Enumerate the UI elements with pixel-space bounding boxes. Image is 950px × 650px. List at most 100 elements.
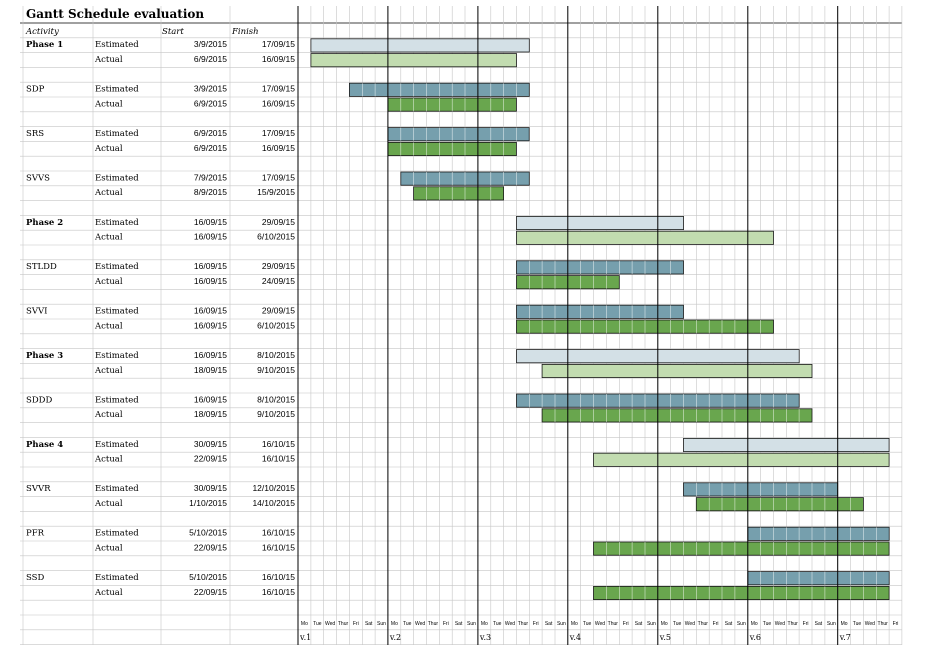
task-estimated-bar [747, 526, 890, 541]
finish-date-cell: 8/10/2015 [257, 394, 295, 404]
phase-label: Phase 2 [26, 218, 63, 228]
start-date-cell: 16/09/15 [194, 350, 227, 360]
start-date-cell: 1/10/2015 [189, 498, 227, 508]
day-tick-label: Wed [775, 621, 785, 627]
day-tick-label: Sat [815, 621, 823, 627]
day-tick-label: Sat [635, 621, 643, 627]
day-tick-label: Thur [518, 621, 529, 627]
row-type-label: Estimated [95, 85, 139, 95]
finish-date-cell: 29/09/15 [262, 306, 295, 316]
start-date-cell: 3/9/2015 [194, 39, 227, 49]
row-type-label: Actual [94, 321, 123, 331]
finish-date-cell: 6/10/2015 [257, 232, 295, 242]
finish-date-cell: 6/10/2015 [257, 320, 295, 330]
finish-date-cell: 16/10/15 [262, 454, 295, 464]
row-type-label: Estimated [95, 307, 139, 317]
day-tick-label: Sat [725, 621, 733, 627]
task-label: STLDD [26, 262, 57, 272]
finish-date-cell: 16/10/15 [262, 528, 295, 538]
finish-date-cell: 16/10/15 [262, 439, 295, 449]
finish-date-cell: 17/09/15 [262, 172, 295, 182]
day-tick-label: Tue [673, 621, 682, 627]
task-label: SDDD [26, 395, 52, 405]
row-type-label: Estimated [95, 529, 139, 539]
task-estimated-bar [400, 171, 530, 186]
day-tick-label: Thur [878, 621, 889, 627]
start-date-cell: 22/09/15 [194, 587, 227, 597]
finish-date-cell: 24/09/15 [262, 276, 295, 286]
start-date-cell: 30/09/15 [194, 439, 227, 449]
start-date-cell: 6/9/2015 [194, 143, 227, 153]
day-tick-label: Thur [428, 621, 439, 627]
header-start: Start [162, 27, 184, 37]
start-date-cell: 16/09/15 [194, 232, 227, 242]
finish-date-cell: 16/10/15 [262, 587, 295, 597]
week-tick-label: v.5 [659, 633, 671, 642]
row-type-label: Estimated [95, 129, 139, 139]
day-tick-label: Thur [338, 621, 349, 627]
task-actual-bar [541, 408, 813, 423]
finish-date-cell: 17/09/15 [262, 84, 295, 94]
day-tick-label: Wed [415, 621, 425, 627]
week-tick-label: v.1 [299, 633, 311, 642]
day-tick-label: Wed [325, 621, 335, 627]
task-actual-bar [593, 586, 890, 601]
finish-date-cell: 15/9/2015 [257, 187, 295, 197]
task-estimated-bar [683, 482, 839, 497]
day-tick-label: Fri [443, 621, 449, 627]
finish-date-cell: 8/10/2015 [257, 350, 295, 360]
row-type-label: Actual [94, 277, 123, 287]
row-type-label: Estimated [95, 351, 139, 361]
day-tick-label: Tue [853, 621, 862, 627]
row-type-label: Estimated [95, 173, 139, 183]
day-tick-label: Fri [623, 621, 629, 627]
day-tick-label: Mo [661, 621, 668, 627]
phase-actual-bar [541, 363, 813, 378]
week-separators [387, 6, 839, 645]
task-label: PFR [26, 529, 45, 539]
finish-date-cell: 29/09/15 [262, 261, 295, 271]
start-date-cell: 16/09/15 [194, 320, 227, 330]
day-tick-label: Mo [391, 621, 398, 627]
chart-title: Gantt Schedule evaluation [26, 7, 204, 21]
finish-date-cell: 17/09/15 [262, 39, 295, 49]
week-tick-label: v.2 [389, 633, 401, 642]
start-date-cell: 22/09/15 [194, 454, 227, 464]
phase-label: Phase 1 [26, 40, 63, 50]
header-finish: Finish [231, 27, 259, 37]
task-actual-bar [695, 497, 864, 512]
week-tick-label: v.7 [839, 633, 851, 642]
task-estimated-bar [516, 260, 684, 275]
day-tick-label: Sun [827, 621, 836, 627]
start-date-cell: 16/09/15 [194, 217, 227, 227]
task-actual-bar [593, 541, 890, 556]
row-type-label: Actual [94, 543, 123, 553]
phase-estimated-bar [683, 437, 890, 452]
start-date-cell: 18/09/15 [194, 365, 227, 375]
row-type-label: Estimated [95, 573, 139, 583]
day-tick-label: Wed [685, 621, 695, 627]
task-actual-bar [387, 141, 517, 156]
gantt-bars [310, 38, 890, 601]
start-date-cell: 5/10/2015 [189, 572, 227, 582]
day-tick-label: Sat [545, 621, 553, 627]
start-date-cell: 16/09/15 [194, 276, 227, 286]
task-label: SVVS [26, 173, 50, 183]
row-type-label: Actual [94, 144, 123, 154]
task-estimated-bar [387, 127, 530, 142]
task-label: SSD [26, 573, 44, 583]
row-type-label: Actual [94, 99, 123, 109]
day-tick-label: Fri [353, 621, 359, 627]
day-tick-label: Mo [841, 621, 848, 627]
task-estimated-bar [348, 82, 530, 97]
day-tick-label: Fri [893, 621, 899, 627]
row-type-label: Actual [94, 499, 123, 509]
task-actual-bar [413, 186, 505, 201]
table-labels: Gantt Schedule evaluation Activity Start… [25, 7, 295, 598]
phase-label: Phase 3 [26, 351, 63, 361]
start-date-cell: 8/9/2015 [194, 187, 227, 197]
start-date-cell: 22/09/15 [194, 542, 227, 552]
row-type-label: Actual [94, 55, 123, 65]
phase-estimated-bar [516, 215, 684, 230]
